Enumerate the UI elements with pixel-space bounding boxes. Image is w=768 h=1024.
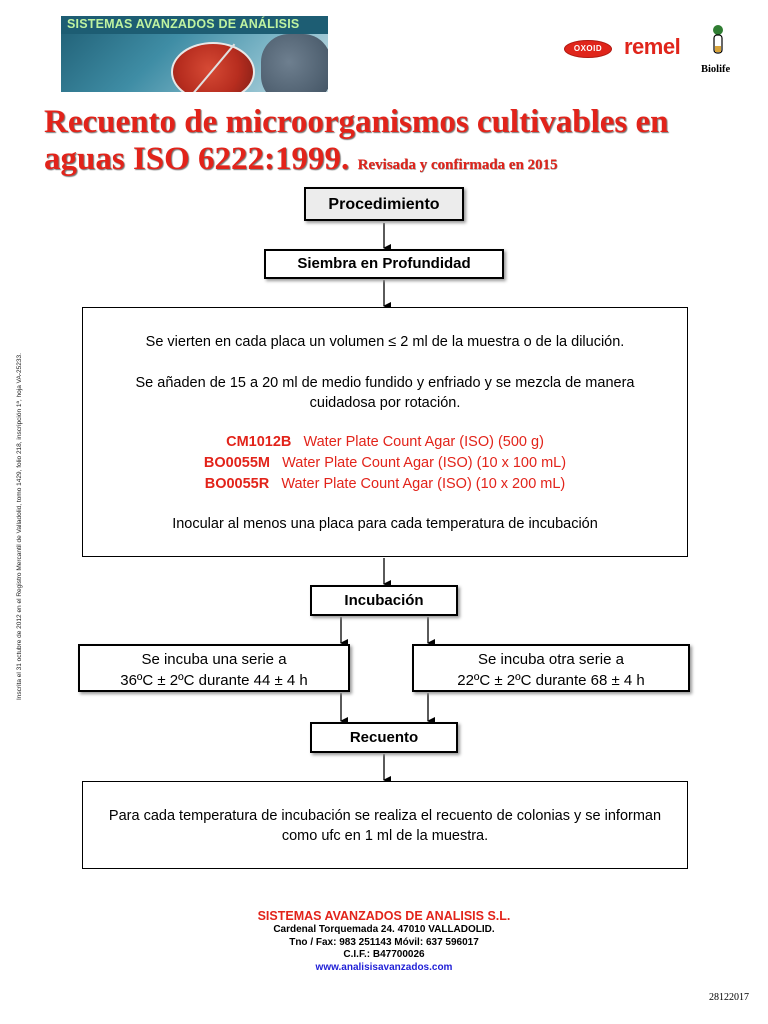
incubacion-box: Incubación	[310, 585, 458, 616]
product-item: CM1012B Water Plate Count Agar (ISO) (50…	[83, 432, 687, 453]
product-description: Water Plate Count Agar (ISO) (10 x 200 m…	[281, 476, 565, 492]
product-code: BO0055M	[204, 455, 270, 471]
document-code: 28122017	[709, 992, 749, 1003]
step-medium-text: Se añaden de 15 a 20 ml de medio fundido…	[115, 373, 655, 413]
product-list: CM1012B Water Plate Count Agar (ISO) (50…	[83, 432, 687, 495]
footer-cif: C.I.F.: B47700026	[184, 949, 584, 962]
procedure-detail-box: Se vierten en cada placa un volumen ≤ 2 …	[82, 307, 688, 557]
procedimiento-box: Procedimiento	[304, 187, 464, 221]
footer-phone: Tno / Fax: 983 251143 Móvil: 637 596017	[184, 937, 584, 950]
serie-22c-line2: 22ºC ± 2ºC durante 68 ± 4 h	[414, 670, 688, 691]
siembra-box: Siembra en Profundidad	[264, 249, 504, 279]
footer-address: Cardenal Torquemada 24. 47010 VALLADOLID…	[184, 924, 584, 937]
serie-22c-box: Se incuba otra serie a 22ºC ± 2ºC durant…	[412, 644, 690, 692]
serie-36c-line2: 36ºC ± 2ºC durante 44 ± 4 h	[80, 670, 348, 691]
step-volume-text: Se vierten en cada placa un volumen ≤ 2 …	[83, 332, 687, 352]
incubacion-label: Incubación	[312, 587, 456, 614]
serie-36c-line1: Se incuba una serie a	[80, 649, 348, 670]
siembra-label: Siembra en Profundidad	[266, 251, 502, 277]
footer-company: SISTEMAS AVANZADOS DE ANALISIS S.L.	[184, 908, 584, 924]
product-code: BO0055R	[205, 476, 269, 492]
recuento-label: Recuento	[312, 724, 456, 751]
product-item: BO0055R Water Plate Count Agar (ISO) (10…	[83, 474, 687, 495]
result-detail-box: Para cada temperatura de incubación se r…	[82, 781, 688, 869]
procedimiento-label: Procedimiento	[306, 189, 462, 220]
footer-website-link[interactable]: www.analisisavanzados.com	[184, 962, 584, 975]
product-description: Water Plate Count Agar (ISO) (500 g)	[303, 434, 543, 450]
result-text: Para cada temperatura de incubación se r…	[90, 806, 680, 846]
recuento-box: Recuento	[310, 722, 458, 753]
registry-side-text: Inscrita el 31 octubre de 2012 en el Reg…	[16, 353, 23, 700]
product-description: Water Plate Count Agar (ISO) (10 x 100 m…	[282, 455, 566, 471]
product-code: CM1012B	[226, 434, 291, 450]
step-inoculate-text: Inocular al menos una placa para cada te…	[83, 514, 687, 534]
footer: SISTEMAS AVANZADOS DE ANALISIS S.L. Card…	[184, 908, 584, 974]
serie-22c-line1: Se incuba otra serie a	[414, 649, 688, 670]
serie-36c-box: Se incuba una serie a 36ºC ± 2ºC durante…	[78, 644, 350, 692]
product-item: BO0055M Water Plate Count Agar (ISO) (10…	[83, 453, 687, 474]
